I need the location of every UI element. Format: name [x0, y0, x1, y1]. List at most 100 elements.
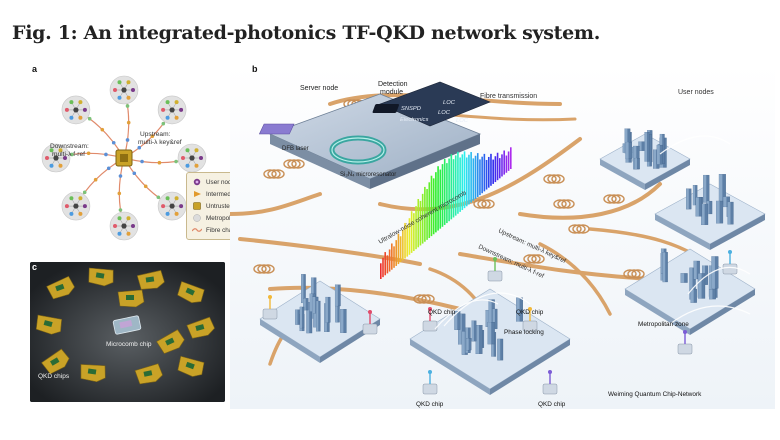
qkd-chip-die — [185, 361, 195, 370]
fibre-coil — [576, 224, 590, 234]
intermediate-node-icon — [125, 104, 130, 108]
building-face — [325, 297, 328, 323]
building-face — [295, 309, 298, 325]
qkd-chip-pad — [422, 383, 438, 395]
qkd-chips-group — [35, 267, 215, 385]
building-face — [301, 274, 304, 303]
comb-line — [388, 249, 391, 272]
qkd-chip-label-3: QKD chip — [416, 401, 444, 408]
intermediate-node-icon — [73, 107, 79, 113]
user-node-icon — [69, 196, 74, 201]
signal-pin-head — [528, 307, 532, 311]
fibre-coil — [561, 199, 575, 209]
fibre-coil — [253, 264, 267, 274]
intermediate-node-icon — [82, 190, 87, 195]
quantum-link-arcs — [434, 135, 751, 330]
building-face — [698, 273, 702, 299]
comb-line — [459, 157, 461, 212]
qkd-chip-die — [145, 276, 155, 283]
intermediate-node-icon — [189, 155, 195, 161]
building-face — [686, 188, 689, 210]
building-face — [475, 325, 480, 354]
comb-line — [380, 263, 382, 279]
user-node-icon — [174, 196, 179, 201]
comb-line — [382, 257, 384, 278]
comb-line — [470, 152, 472, 203]
comb-line — [430, 175, 433, 237]
building-face — [622, 143, 626, 153]
comb-line — [384, 252, 387, 276]
fibre-coil — [291, 159, 305, 169]
intermediate-node-icon — [118, 208, 123, 212]
panel-c-label: c — [32, 262, 38, 272]
comb-line — [439, 169, 442, 229]
user-node-icon — [117, 231, 122, 236]
comb-line — [395, 240, 398, 266]
comb-line — [485, 159, 488, 190]
user-node-icon — [194, 163, 199, 168]
fibre-coil — [553, 199, 567, 209]
user-node-icon — [58, 163, 63, 168]
comb-line — [479, 159, 481, 196]
qkd-chips-label: QKD chips — [38, 373, 70, 380]
comb-line — [417, 198, 420, 248]
building-face — [625, 142, 629, 159]
intermediate-node-icon — [118, 174, 123, 178]
comb-line — [450, 154, 453, 220]
loc-label-1: LOC — [443, 100, 456, 106]
qkd-chip-pad — [422, 320, 438, 332]
building-face — [335, 284, 338, 306]
phase-locking-label: Phase locking — [504, 329, 544, 336]
fibre-coil — [572, 224, 586, 234]
fibre-coil — [568, 224, 582, 234]
fibre-coil — [527, 254, 541, 264]
building-face — [497, 338, 501, 361]
building-face — [695, 197, 699, 217]
user-node-icon — [165, 100, 170, 105]
user-node-icon — [161, 107, 166, 112]
qkd-chip-pad — [677, 343, 693, 355]
dfb-laser-block — [258, 123, 295, 135]
comb-line — [476, 153, 479, 197]
building-face — [335, 294, 338, 323]
intermediate-node-icon — [87, 116, 92, 121]
building-face — [461, 331, 465, 355]
building-face — [644, 132, 648, 162]
intermediate-node-icon — [111, 140, 116, 145]
building-face — [471, 320, 474, 342]
microcomb-chip-die — [119, 320, 133, 329]
detection-module-box — [379, 81, 491, 127]
panel-a-network-topology: a Downstream:multi-λ f-ref Upstream:mult… — [30, 64, 230, 259]
comb-line — [426, 189, 428, 240]
intermediate-node-icon — [70, 152, 74, 157]
user-node-icon — [49, 163, 54, 168]
upstream-label: Upstream:multi-λ key&ref — [138, 131, 182, 146]
comb-line — [465, 157, 468, 207]
fibre-coil — [287, 159, 301, 169]
user-node-icon — [174, 100, 179, 105]
intermediate-node-icon — [137, 145, 142, 150]
building-face — [624, 128, 628, 154]
user-node-icon — [64, 204, 69, 209]
comb-line — [386, 255, 389, 274]
user-node-icon — [165, 211, 170, 216]
downstream-label: Downstream:multi-λ f-ref — [50, 143, 89, 158]
untrusted-server-node-icon — [192, 202, 202, 210]
city-metropolitan — [624, 248, 756, 335]
user-node-icon — [63, 156, 67, 160]
fibre-channel-icon — [191, 226, 203, 234]
user-node-icon — [174, 115, 179, 120]
user-node-icon — [117, 216, 122, 221]
comb-line — [408, 218, 411, 255]
intermediate-node-icon — [143, 184, 148, 189]
building-face — [653, 149, 657, 169]
user-node-icon — [64, 107, 69, 112]
signal-pin-head — [548, 370, 552, 374]
fibre-coil — [481, 199, 495, 209]
comb-line — [461, 154, 464, 211]
fibre-coil — [261, 264, 275, 274]
dfb-laser-label: DFB laser — [282, 146, 309, 152]
comb-line — [494, 156, 497, 183]
user-node-icon — [78, 115, 83, 120]
intermediate-node-icon — [100, 127, 105, 132]
